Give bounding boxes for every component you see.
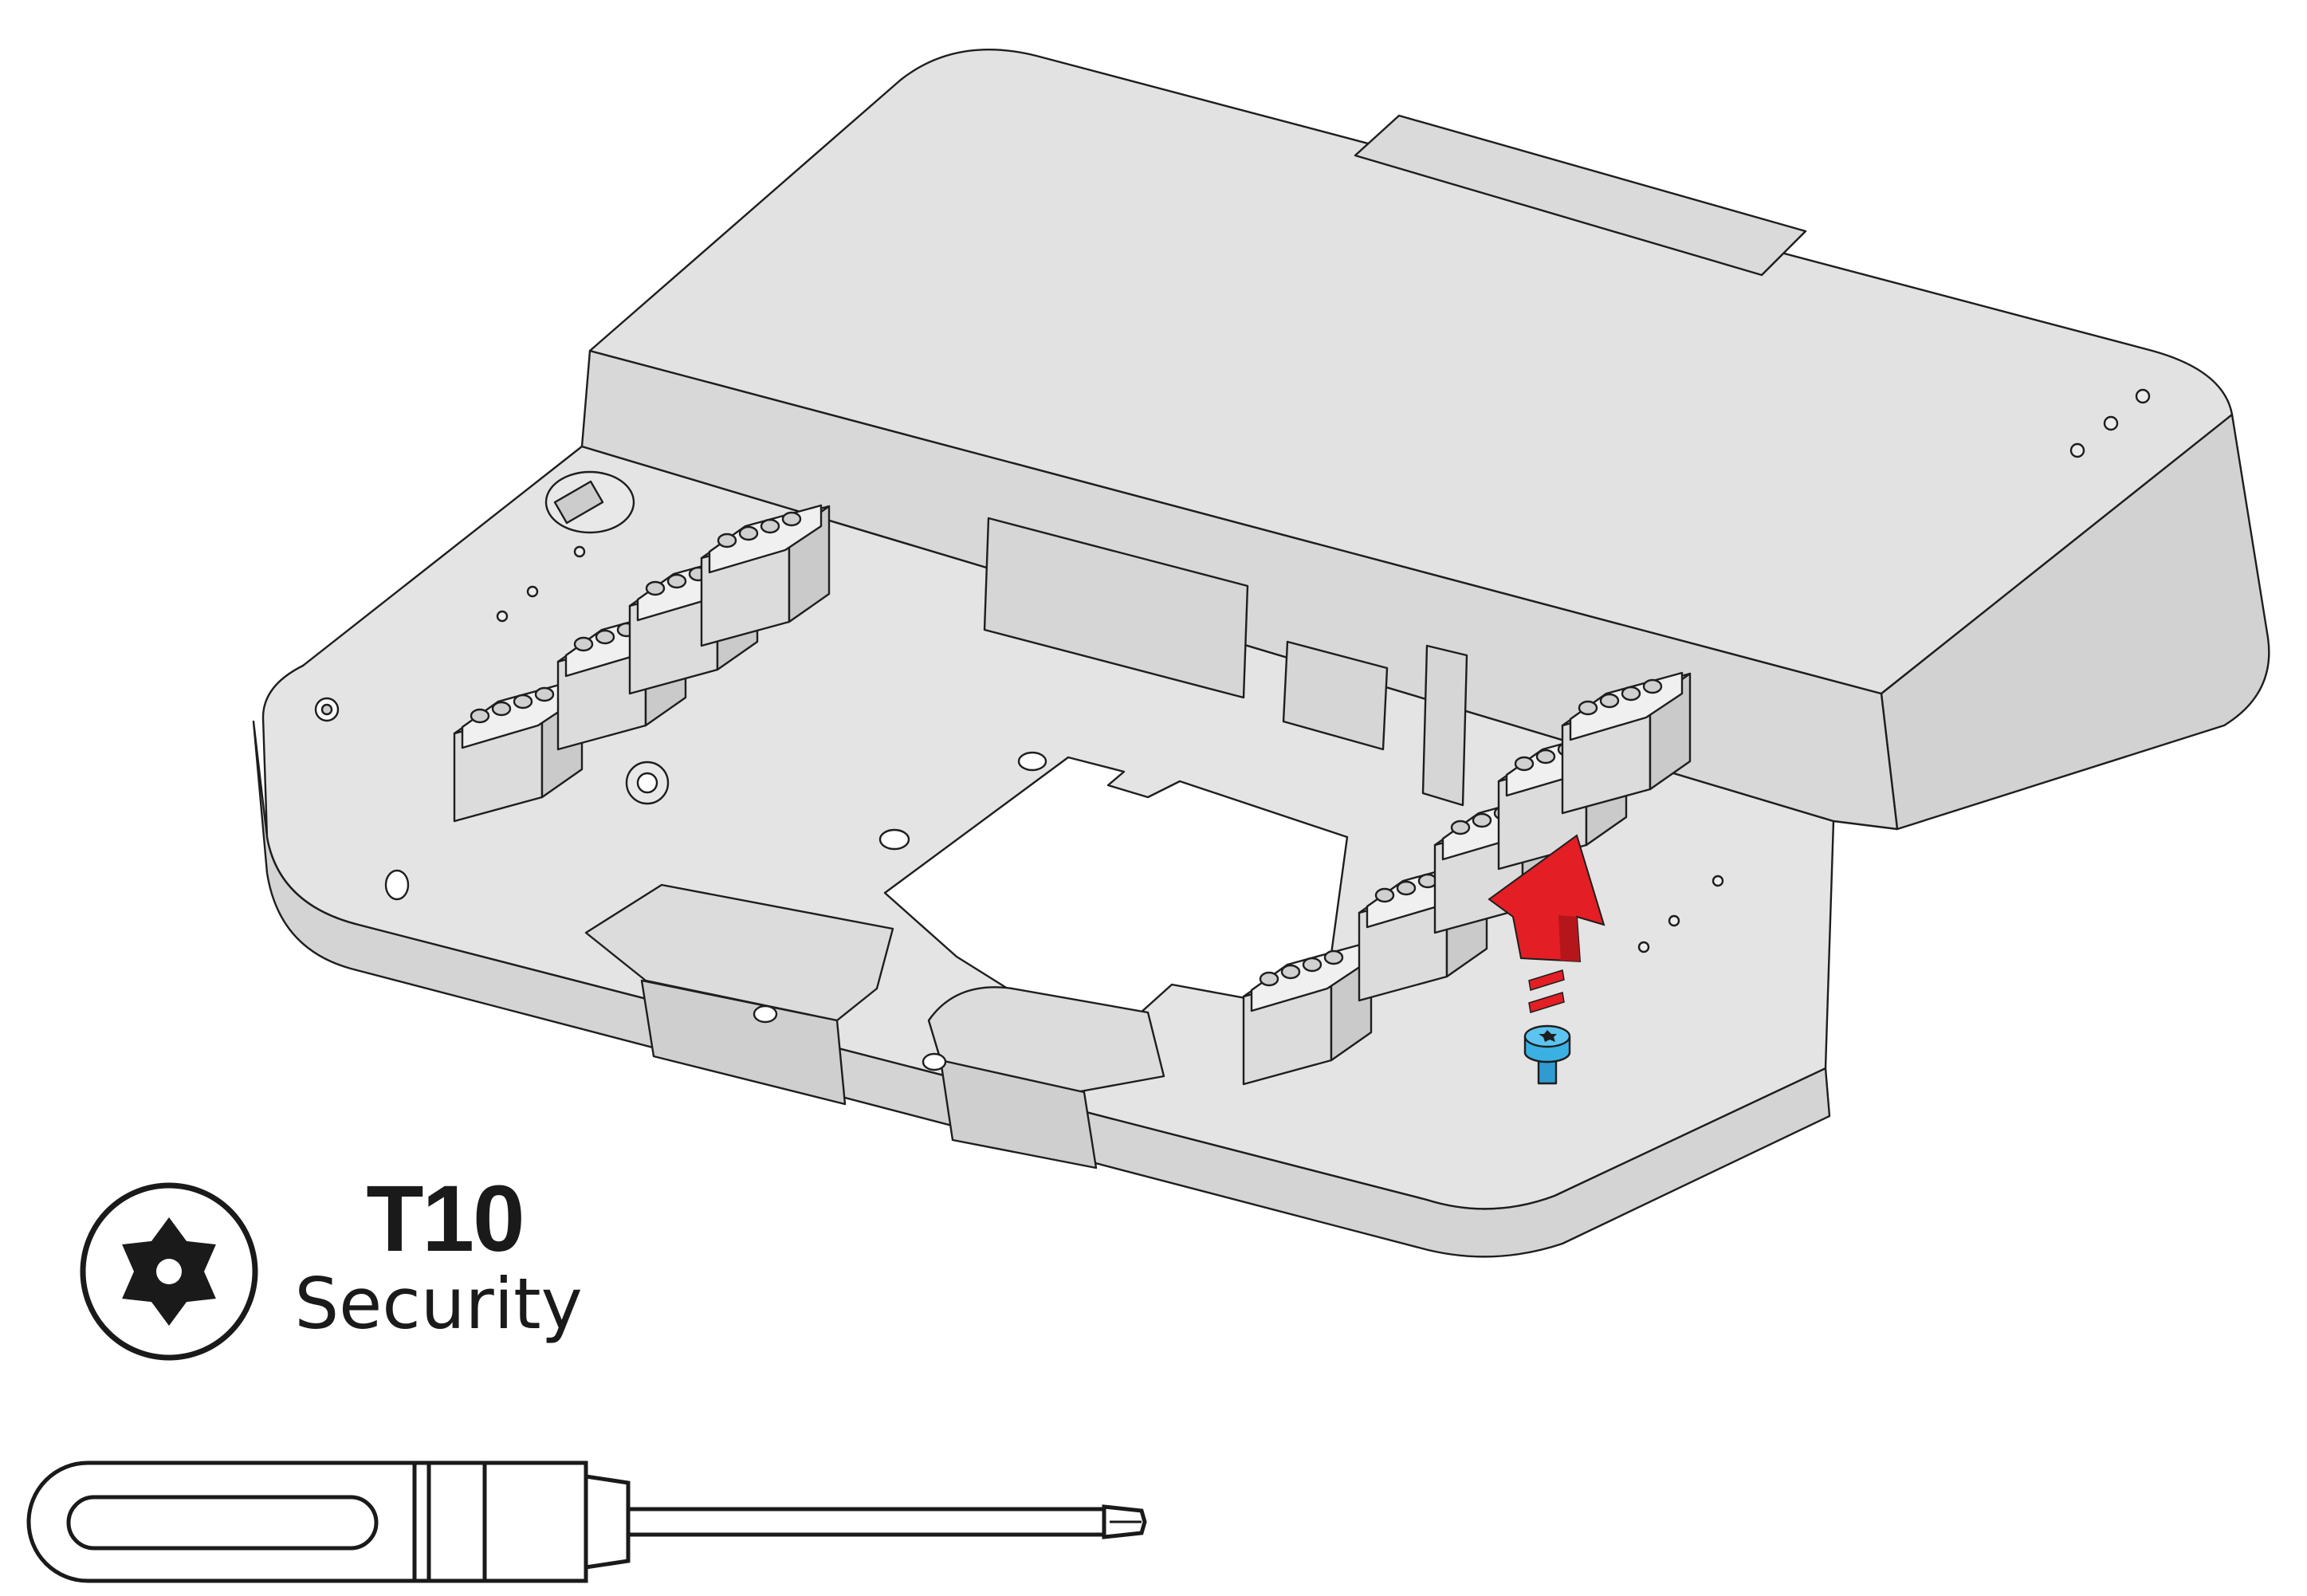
arrow-shadow	[1558, 915, 1580, 961]
label-recess	[1354, 114, 1807, 277]
led-indicator	[2135, 388, 2151, 404]
terminal-screw	[1514, 756, 1535, 772]
terminal-screw	[717, 533, 737, 548]
small-hole	[1637, 941, 1650, 953]
terminal-screw	[595, 629, 615, 645]
mounting-hole	[878, 828, 910, 851]
terminal-screw	[1302, 957, 1322, 973]
security-pin	[156, 1259, 182, 1284]
mounting-hole	[753, 1004, 778, 1024]
torx-security-bit-icon	[80, 1182, 258, 1361]
terminal-screw	[1599, 693, 1620, 709]
screwdriver-grip	[66, 1495, 379, 1551]
terminal-screw	[1417, 873, 1438, 889]
left-details	[314, 470, 1724, 953]
terminal-screw	[1396, 880, 1417, 896]
side-hole	[384, 869, 410, 901]
terminal-blocks	[453, 504, 1692, 1086]
terminal-screw	[491, 701, 512, 717]
small-hole	[1668, 914, 1680, 927]
terminal-screw	[470, 708, 490, 724]
terminal-screw	[1374, 887, 1395, 903]
mounting-bracket-side	[939, 1059, 1098, 1169]
led-indicator	[2103, 415, 2119, 431]
tool-type-label: Security	[294, 1263, 583, 1345]
small-hole	[496, 610, 509, 623]
terminal-block	[1561, 671, 1692, 815]
terminal-screw	[1450, 820, 1471, 835]
terminal-screw	[1535, 749, 1556, 765]
terminal-screw	[573, 636, 594, 652]
terminal-screw	[666, 573, 687, 589]
small-hole	[1712, 875, 1724, 887]
terminal-block	[1242, 942, 1373, 1086]
terminal-screw	[781, 511, 802, 527]
dip-switch-slider	[553, 480, 604, 525]
torx-recess	[1539, 1030, 1557, 1042]
terminal-screw	[1621, 686, 1641, 702]
terminal-screw	[1642, 678, 1663, 694]
terminal-screw	[738, 525, 759, 541]
screwdriver-ferrule	[584, 1474, 631, 1570]
port-cutout	[983, 517, 1249, 699]
terminal-screw	[760, 518, 780, 534]
small-hole	[526, 585, 539, 598]
terminal-screw	[513, 694, 533, 710]
mounting-hole	[1017, 751, 1047, 772]
terminal-screw	[534, 686, 555, 702]
housing-top	[588, 49, 2234, 695]
screwdriver-shaft	[626, 1507, 1106, 1537]
terminal-screw	[1472, 812, 1492, 828]
mounting-hole	[922, 1052, 947, 1071]
housing-right-wall	[1880, 413, 2270, 831]
tool-size-code: T10	[366, 1166, 525, 1272]
port-cutout	[1282, 640, 1389, 751]
led-indicator	[2069, 442, 2085, 458]
grommet	[636, 772, 658, 794]
arrow-dash	[1528, 969, 1565, 991]
arrow-dash	[1528, 992, 1565, 1013]
up-arrow-icon	[1488, 834, 1605, 1013]
tool-label: T10 Security	[285, 1172, 604, 1339]
screw-icon	[1523, 1024, 1571, 1085]
housing-ports	[983, 517, 1468, 807]
port-cutout	[1421, 644, 1468, 807]
terminal-screw	[1578, 700, 1598, 716]
screwdriver-icon	[26, 1460, 1147, 1583]
terminal-screw	[1323, 949, 1344, 965]
terminal-screw	[645, 580, 666, 596]
terminal-block	[700, 504, 831, 647]
terminal-screw	[1280, 964, 1301, 980]
mounting-bracket	[927, 986, 1165, 1094]
terminal-screw	[1259, 971, 1279, 987]
screw-hole	[320, 703, 333, 716]
small-hole	[573, 545, 586, 558]
center-cutout	[584, 751, 1349, 1169]
